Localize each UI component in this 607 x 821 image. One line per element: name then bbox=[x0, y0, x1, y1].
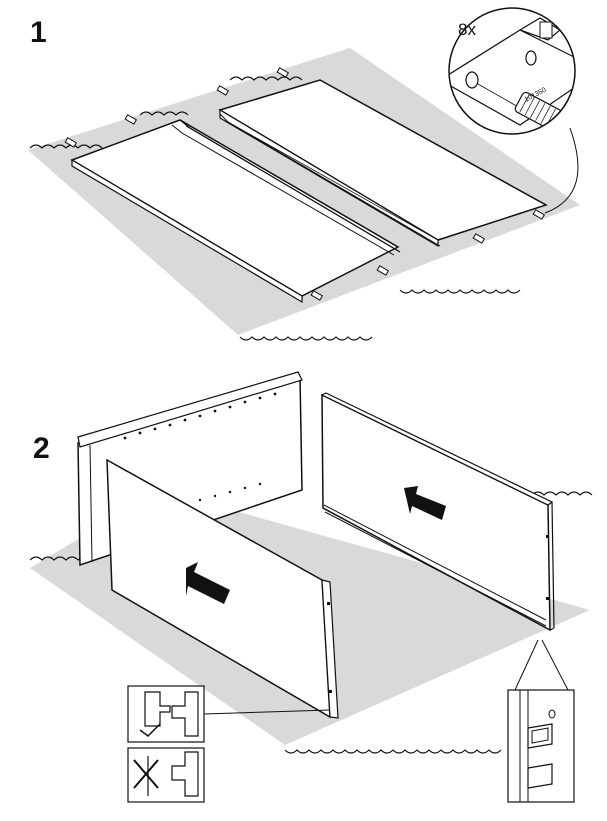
dowel-icon bbox=[532, 209, 546, 220]
dowel-icon bbox=[276, 67, 290, 78]
correct-mark-icon bbox=[139, 723, 161, 737]
step-1-right-panel bbox=[218, 79, 548, 248]
incorrect-x-icon bbox=[133, 759, 159, 789]
dowel-icon bbox=[376, 265, 390, 276]
step-2-right-side-panel bbox=[320, 392, 555, 632]
dowel-icon bbox=[472, 233, 486, 244]
dowel-icon bbox=[64, 137, 78, 148]
step-2-number: 2 bbox=[33, 432, 50, 465]
dowel-icon bbox=[216, 85, 230, 96]
step-1-dowels bbox=[64, 67, 546, 301]
direction-arrow-icon bbox=[404, 486, 446, 520]
step-2-left-side-panel bbox=[106, 458, 339, 719]
rail-joint-detail bbox=[507, 639, 575, 803]
detail-leader bbox=[203, 709, 331, 715]
incorrect-joint-detail bbox=[127, 747, 205, 803]
dowel-icon bbox=[124, 114, 138, 125]
dowel-callout: 101350 bbox=[448, 7, 576, 135]
dowel-icon bbox=[310, 290, 324, 301]
step-1-number: 1 bbox=[30, 16, 47, 49]
callout-leader bbox=[544, 127, 579, 214]
quantity-label: 8x bbox=[458, 20, 476, 39]
correct-joint-detail bbox=[127, 685, 205, 743]
step-1-left-panel bbox=[70, 119, 401, 304]
direction-arrow-icon bbox=[186, 562, 230, 604]
